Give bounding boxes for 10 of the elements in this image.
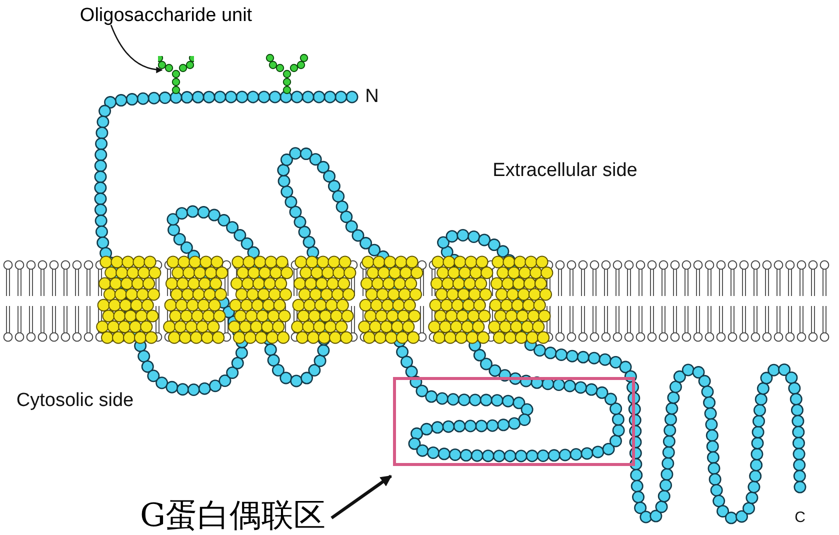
highlight-box [393, 377, 635, 466]
arrow [330, 474, 392, 520]
side-label: Cytosolic side [15, 390, 135, 412]
oligosaccharide-drawing [158, 56, 194, 94]
leader-line [110, 24, 163, 73]
region-label: G蛋白偶联区 [140, 496, 326, 534]
terminus-label: C [794, 508, 806, 528]
terminus-label: N [364, 86, 380, 108]
side-label: Extracellular side [492, 160, 638, 182]
callout-label: Oligosaccharide unit [66, 4, 266, 27]
